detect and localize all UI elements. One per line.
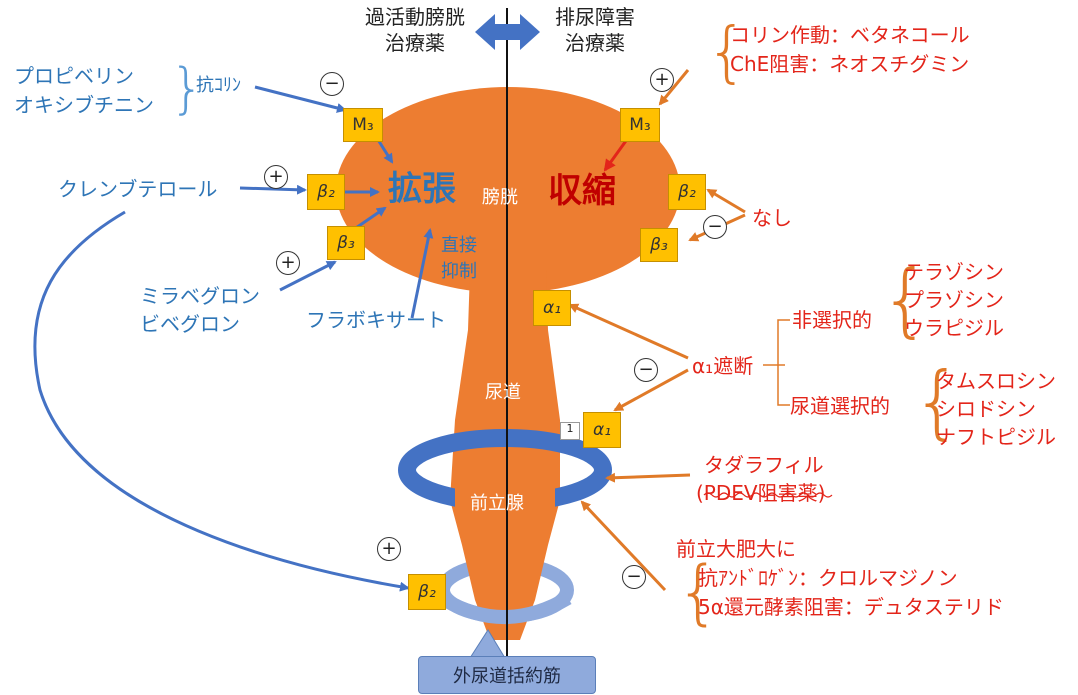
prostate-label-patch — [455, 480, 555, 516]
drug-flavoxate: フラボキサート — [306, 308, 446, 332]
drug-tadalafil: タダラフィル — [704, 453, 824, 477]
direct-suppression-line2: 抑制 — [441, 261, 477, 282]
drug-bethanechol: コリン作動：ベタネコール — [730, 23, 970, 47]
header-right-line2: 治療薬 — [565, 31, 625, 55]
brace-selective: { — [912, 355, 963, 448]
label-bph: 前立大肥大に — [676, 537, 796, 561]
drug-clenbuterol: クレンブテロール — [58, 177, 218, 201]
drug-prazosin: プラゾシン — [904, 288, 1004, 312]
contraction-label: 収縮 — [548, 171, 616, 211]
drug-terazosin: テラゾシン — [904, 260, 1004, 284]
receptor-beta2-left: β₂ — [307, 174, 345, 210]
receptor-beta3-right: β₃ — [640, 228, 678, 262]
minus-sign-anticholinergic: − — [320, 72, 344, 96]
drug-none: なし — [752, 206, 792, 230]
drug-alpha1-blocker: α₁遮断 — [692, 354, 754, 378]
brace-bph: { — [676, 551, 721, 633]
drug-class-pde5: (PDEⅤ阻害薬) — [696, 481, 826, 505]
brace-cholinergic: { — [706, 13, 748, 90]
minus-sign-bph: − — [622, 565, 646, 589]
urethra-shape — [450, 270, 560, 640]
category-nonselective: 非選択的 — [792, 308, 872, 332]
header-left-line1: 過活動膀胱 — [365, 5, 465, 29]
sphincter-ring-front — [441, 591, 572, 624]
receptor-m3-left: M₃ — [343, 108, 383, 142]
receptor-alpha1-lower: α₁ — [583, 412, 621, 448]
minus-sign-none: − — [703, 215, 727, 239]
receptor-alpha1-upper: α₁ — [533, 290, 571, 326]
plus-sign-sphincter: + — [377, 537, 401, 561]
double-arrow — [475, 14, 540, 50]
drug-naftopidil: ナフトピジル — [936, 425, 1056, 449]
dilation-label: 拡張 — [388, 169, 456, 209]
direct-suppression-line1: 直接 — [441, 235, 477, 256]
bladder-label: 膀胱 — [482, 187, 518, 208]
drug-chlormadinone: 抗ｱﾝﾄﾞﾛｹﾞﾝ：クロルマジノン — [698, 566, 958, 590]
brace-nonselective: { — [880, 253, 931, 346]
drug-dutasteride: 5α還元酵素阻害：デュタステリド — [698, 595, 1004, 619]
sphincter-label: 外尿道括約筋 — [418, 656, 596, 694]
drug-class-anticholinergic: 抗ｺﾘﾝ — [196, 75, 241, 96]
receptor-beta2-right: β₂ — [668, 174, 706, 210]
prostate-label: 前立腺 — [470, 493, 524, 514]
receptor-m3-right: M₃ — [620, 108, 660, 142]
category-urethral-selective: 尿道選択的 — [790, 394, 890, 418]
brace-anticholinergic: } — [170, 57, 205, 120]
drug-silodosin: シロドシン — [936, 397, 1036, 421]
header-left-line2: 治療薬 — [385, 31, 445, 55]
plus-sign-clenbuterol: + — [264, 165, 288, 189]
receptor-beta2-sphincter: β₂ — [408, 574, 446, 610]
drug-mirabegron: ミラベグロン — [140, 284, 260, 308]
urethra-label: 尿道 — [485, 382, 521, 403]
small-label-box: 1 — [560, 422, 580, 440]
drug-vibegron: ビベグロン — [140, 312, 240, 336]
drug-propiverine: プロピベリン — [14, 64, 134, 88]
drug-neostigmine: ChE阻害：ネオスチグミン — [730, 52, 970, 76]
drug-tamsulosin: タムスロシン — [936, 369, 1056, 393]
drug-urapidil: ウラピジル — [904, 316, 1004, 340]
minus-sign-alpha1: − — [634, 358, 658, 382]
drug-oxybutynin: オキシブチニン — [14, 93, 154, 117]
receptor-beta3-left: β₃ — [327, 226, 365, 260]
plus-sign-cholinergic: + — [650, 68, 674, 92]
header-right-line1: 排尿障害 — [555, 5, 635, 29]
plus-sign-beta3-agonist: + — [276, 251, 300, 275]
